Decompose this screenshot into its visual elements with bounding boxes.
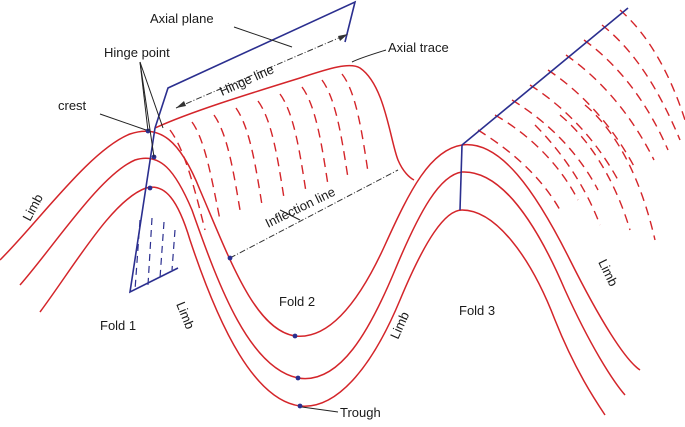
- label-fold3: Fold 3: [459, 303, 495, 318]
- label-crest: crest: [58, 98, 87, 113]
- contour-line: [534, 124, 601, 226]
- hinge-line-marker: [175, 33, 349, 109]
- label-limb-fold2: Limb: [387, 309, 412, 341]
- leader-crest: [99, 113, 147, 131]
- contour-line: [494, 114, 579, 201]
- label-limb-fold1: Limb: [173, 300, 197, 332]
- axial-trace-fold3-vertical: [459, 144, 463, 211]
- leader-axial-trace: [351, 49, 387, 63]
- hatch-line: [147, 217, 153, 286]
- contour-line: [341, 73, 369, 173]
- contour-line: [477, 129, 561, 211]
- contour-line: [583, 39, 669, 151]
- fold1-surface-edge: [154, 64, 415, 181]
- contour-line: [584, 104, 656, 241]
- contour-line: [279, 93, 307, 193]
- contour-line: [559, 114, 631, 231]
- hatch-line: [171, 229, 176, 271]
- label-trough: Trough: [340, 405, 381, 420]
- hinge-line: [175, 33, 349, 109]
- contour-line: [257, 100, 285, 199]
- label-hinge-line: Hinge line: [217, 62, 276, 99]
- label-limb-right: Limb: [595, 257, 621, 289]
- hatch-line: [159, 221, 165, 279]
- hinge-arrow-end: [338, 34, 348, 41]
- leader-inflection: [279, 209, 301, 221]
- leader-hinge-point-2: [139, 61, 155, 158]
- axial-plane-outline: [154, 0, 357, 129]
- label-fold1: Fold 1: [100, 318, 136, 333]
- label-limb-left: Limb: [19, 191, 45, 223]
- inflection-line: [229, 169, 399, 259]
- fold-layers: [0, 130, 641, 416]
- layer-middle: [19, 157, 626, 396]
- contour-line: [529, 84, 619, 181]
- axial-trace-fold3: [461, 7, 629, 146]
- hinge-arrow-start: [176, 101, 186, 108]
- hinge-point-bottom: [147, 185, 153, 191]
- contour-line: [601, 24, 681, 141]
- label-axial-plane: Axial plane: [150, 11, 214, 26]
- contour-line: [191, 121, 221, 221]
- axial-plane-lower: [128, 127, 179, 294]
- label-fold2: Fold 2: [279, 294, 315, 309]
- contour-line: [547, 69, 637, 171]
- label-hinge-point: Hinge point: [104, 45, 170, 60]
- leader-lines: [99, 26, 387, 413]
- fold1-contour-lines: [169, 73, 369, 231]
- axial-plane-hatch: [134, 217, 176, 291]
- labels: Axial plane Axial trace Hinge point Hing…: [19, 11, 621, 420]
- fold3-contour-lines: [477, 9, 685, 241]
- contour-line: [511, 99, 599, 191]
- leader-hinge-point-3: [139, 61, 164, 129]
- trough-point-bottom: [297, 403, 303, 409]
- contour-line: [619, 9, 685, 121]
- leader-trough: [301, 406, 339, 413]
- trough-point-top: [292, 333, 298, 339]
- label-inflection-line: Inflection line: [263, 184, 338, 231]
- contour-line: [169, 129, 206, 231]
- axial-plane: [128, 0, 629, 294]
- layer-top: [0, 130, 641, 371]
- contour-line: [235, 107, 263, 206]
- contour-line: [213, 114, 241, 211]
- contour-line: [301, 86, 329, 186]
- hinge-point-inflection: [227, 255, 233, 261]
- label-axial-trace: Axial trace: [388, 40, 449, 55]
- contour-line: [321, 79, 349, 179]
- layer-bottom: [39, 186, 606, 416]
- trough-point-middle: [295, 375, 301, 381]
- fold1-top-surface: [154, 64, 415, 181]
- contour-line: [565, 54, 655, 161]
- leader-axial-plane: [233, 26, 293, 48]
